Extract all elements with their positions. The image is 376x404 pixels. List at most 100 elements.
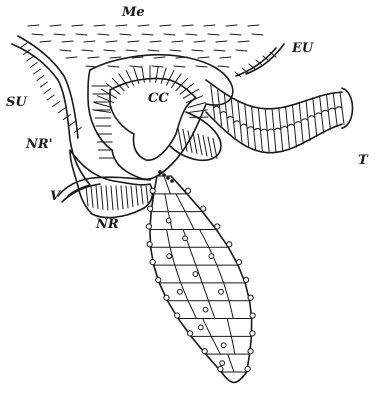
mesoderm-dash: [150, 41, 161, 42]
cell-wall: [188, 301, 197, 319]
t-tube-inner: [234, 121, 240, 123]
label-cc: CC: [148, 91, 169, 106]
mesoderm-dash: [82, 50, 93, 51]
cell-nucleus: [219, 289, 224, 294]
edge-nucleus: [248, 349, 253, 354]
mesoderm-dash: [126, 50, 137, 51]
mesoderm-dash: [204, 25, 215, 26]
cell-wall: [227, 319, 231, 337]
cell-wall: [229, 301, 233, 319]
edge-nucleus: [175, 313, 180, 318]
cell-wall: [185, 212, 194, 230]
t-tube-inner: [254, 128, 260, 130]
mesoderm-dash: [104, 50, 115, 51]
mesoderm-dash: [226, 25, 237, 26]
epithelium-tick: [27, 56, 34, 61]
epithelium-tick: [47, 95, 54, 100]
cell-nucleus: [198, 325, 203, 330]
mesoderm-dash: [236, 50, 247, 51]
cc-striation: [190, 110, 208, 113]
nr-striation: [146, 186, 148, 203]
mesoderm-dash: [110, 57, 121, 58]
mesoderm-dash: [160, 25, 171, 26]
column-neck-dot: [158, 170, 162, 174]
mesoderm-dash: [54, 34, 65, 35]
cell-nucleus: [209, 254, 214, 259]
mesoderm-dash: [170, 50, 181, 51]
mesoderm-dash: [98, 34, 109, 35]
t-tube-inner: [302, 119, 308, 121]
nr-striation: [136, 186, 138, 205]
edge-nucleus: [147, 242, 152, 247]
label-me: Me: [121, 5, 145, 20]
mesoderm-dash: [248, 25, 259, 26]
edge-nucleus: [201, 206, 206, 211]
mesoderm-dash: [182, 25, 193, 26]
edge-nucleus: [150, 188, 155, 193]
edge-nucleus: [215, 224, 220, 229]
column-edge: [202, 212, 216, 230]
edge-nucleus: [227, 242, 232, 247]
cell-nucleus: [221, 343, 226, 348]
column-neck-dot: [170, 179, 174, 183]
cell-wall: [224, 283, 229, 301]
mesoderm-dash: [28, 25, 39, 26]
edge-nucleus: [156, 277, 161, 282]
t-tube-inner: [282, 127, 288, 129]
mesoderm-dash: [84, 41, 95, 42]
cc-striation: [166, 70, 173, 85]
epithelium-tick: [58, 108, 65, 113]
cell-column: [146, 170, 255, 382]
epithelium-tick: [37, 76, 44, 81]
mesoderm-dash: [62, 41, 73, 42]
edge-nucleus: [187, 331, 192, 336]
nr-striation: [208, 137, 212, 157]
cell-nucleus: [220, 361, 225, 366]
cell-wall: [176, 194, 185, 212]
t-tube-inner: [322, 110, 328, 112]
cc-striation: [180, 83, 194, 94]
t-tube-inner: [295, 122, 301, 124]
mesoderm-dash: [128, 41, 139, 42]
label-su: SU: [6, 95, 27, 110]
nr-striation: [86, 186, 88, 206]
edge-nucleus: [150, 259, 155, 264]
epithelium-tick: [53, 102, 60, 107]
column-neck-dot: [166, 176, 170, 180]
cc-striation: [161, 68, 166, 84]
t-tube-inner: [309, 116, 315, 118]
outer-epithelium: [12, 36, 284, 196]
epithelium-tick: [44, 89, 51, 94]
cell-wall: [167, 229, 171, 247]
nr-striation: [96, 186, 98, 208]
neural-ridge: [70, 112, 221, 217]
cell-nucleus: [167, 254, 172, 259]
t-tube-wall: [206, 80, 342, 109]
mesoderm-dash: [40, 41, 51, 42]
cell-wall: [175, 265, 181, 283]
mesoderm-dash: [220, 57, 231, 58]
mesoderm-dash: [194, 41, 205, 42]
edge-nucleus: [250, 313, 255, 318]
edge-nucleus: [218, 366, 223, 371]
cell-nucleus: [177, 289, 182, 294]
t-tube-inner: [248, 127, 254, 129]
cell-wall: [211, 336, 220, 354]
edge-nucleus: [202, 349, 207, 354]
cell-wall: [200, 229, 209, 247]
epithelium-tick: [34, 69, 41, 74]
mesoderm-dash: [192, 50, 203, 51]
mesoderm-dash: [130, 66, 141, 67]
mesoderm-dash: [186, 34, 197, 35]
t-tube-inner: [261, 129, 267, 131]
cc-striation: [183, 89, 198, 98]
t-tube-inner: [268, 129, 274, 131]
column-end: [221, 372, 246, 383]
epithelium-tick: [40, 82, 47, 87]
nr-striation: [106, 186, 108, 210]
t-tube-inner: [227, 117, 233, 119]
mesoderm-dash: [32, 34, 43, 35]
edge-nucleus: [185, 188, 190, 193]
mesoderm-dash: [218, 66, 229, 67]
label-t: T: [358, 153, 369, 168]
